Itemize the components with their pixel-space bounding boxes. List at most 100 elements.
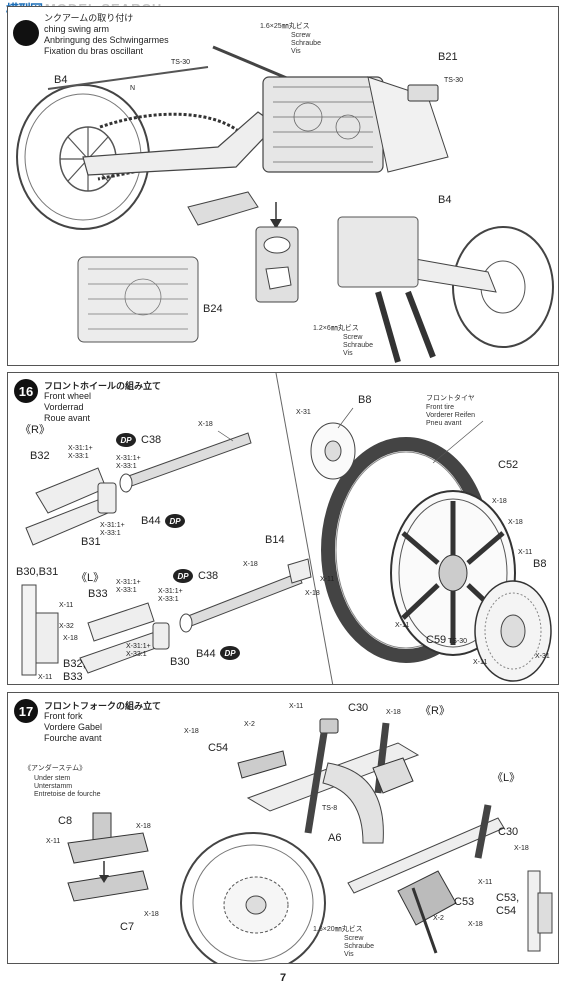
label-ts30-16: TS-30 <box>448 638 468 645</box>
dp-mark-2: DP <box>165 514 185 528</box>
label-b4-right: B4 <box>438 194 452 206</box>
step-17-title-de: Vordere Gabel <box>44 722 103 732</box>
dp-mark-3: DP <box>173 569 193 583</box>
front-wheel-illustration <box>21 373 552 684</box>
step-16-number: 16 <box>14 379 38 403</box>
step-17-panel: 17 フロントフォークの組み立て Front fork Vordere Gabe… <box>7 692 559 964</box>
label-b32-b33-b: B33 <box>63 671 83 683</box>
label-c53-c54-b: C54 <box>496 905 517 917</box>
label-b44-top: B44 <box>141 515 161 527</box>
step-15-panel: ンクアームの取り付け ching swing arm Anbringung de… <box>7 6 559 366</box>
label-x18-stem-1: X-18 <box>136 823 151 830</box>
marker-l: 《L》 <box>76 572 105 584</box>
label-b30: B30 <box>170 656 190 668</box>
screw-bottom-fr: Vis <box>343 350 353 357</box>
step-16-title-de: Vorderrad <box>44 402 84 412</box>
label-x18-stem-2: X-18 <box>144 911 159 918</box>
label-x2-c54: X-2 <box>244 721 255 728</box>
label-x18-b: X-18 <box>243 561 258 568</box>
label-b32-b33-a: B32, <box>63 658 86 670</box>
label-c59: C59 <box>426 634 447 646</box>
label-c38-top: C38 <box>141 434 162 446</box>
label-x32: X-32 <box>59 623 74 630</box>
label-x18-b14: X-18 <box>305 590 320 597</box>
label-c53: C53 <box>454 896 475 908</box>
screw-top-size: 1.6×25㎜丸ビス <box>260 23 310 30</box>
page-number: 7 <box>279 972 287 984</box>
step-17-title-fr: Fourche avant <box>44 733 102 743</box>
label-c52: C52 <box>498 459 519 471</box>
label-x11-bottom: X-11 <box>38 674 53 681</box>
tire-en: Front tire <box>426 404 455 411</box>
mix-r3b: X-33:1 <box>100 530 121 537</box>
label-b14: B14 <box>265 534 285 546</box>
swing-arm-illustration <box>13 20 554 363</box>
mix-l1a: X-31:1+ <box>116 579 141 586</box>
label-b33: B33 <box>88 588 108 600</box>
mix-r3a: X-31:1+ <box>100 522 125 529</box>
label-x11-c30: X-11 <box>289 703 304 710</box>
step-16-title-en: Front wheel <box>44 391 92 401</box>
label-a6: A6 <box>328 832 342 844</box>
label-b32: B32 <box>30 450 50 462</box>
mix-l3b: X-33:1 <box>126 651 147 658</box>
label-c30-top: C30 <box>348 702 369 714</box>
label-c7: C7 <box>120 921 135 933</box>
label-x18-c53: X-18 <box>468 921 483 928</box>
label-ts8: TS-8 <box>322 805 338 812</box>
label-b44-bottom: B44 <box>196 648 216 660</box>
marker-r: 《R》 <box>20 424 50 436</box>
label-x11-r: X-11 <box>518 549 533 556</box>
label-b30-b31: B30,B31 <box>16 566 59 578</box>
screw-top-en: Screw <box>291 32 311 39</box>
mix-l2b: X-33:1 <box>158 596 179 603</box>
under-stem-en: Under stem <box>34 775 71 782</box>
label-x2-c53: X-2 <box>433 915 444 922</box>
mix-r2b: X-33:1 <box>116 463 137 470</box>
label-x18-c54: X-18 <box>184 728 199 735</box>
under-stem-fr: Entretoise de fourche <box>34 791 101 798</box>
dp-mark-1: DP <box>116 433 136 447</box>
screw-top-fr: Vis <box>291 48 301 55</box>
tire-jp: フロントタイヤ <box>426 395 475 402</box>
mix-r2a: X-31:1+ <box>116 455 141 462</box>
dp-mark-4: DP <box>220 646 240 660</box>
marker-l-17: 《L》 <box>492 772 521 784</box>
step-15-title-de: Anbringung des Schwingarmes <box>44 35 169 45</box>
screw-bottom-en: Screw <box>343 334 363 341</box>
label-x18-left: X-18 <box>63 635 78 642</box>
label-b4-left: B4 <box>54 74 68 86</box>
step-16-title-jp: フロントホイールの組み立て <box>44 381 162 391</box>
label-c53-c54-a: C53, <box>496 892 520 904</box>
screw-bottom-size: 1.2×6㎜丸ビス <box>313 325 359 332</box>
mix-r1b: X-33:1 <box>68 453 89 460</box>
step-16-title-fr: Roue avant <box>44 413 91 423</box>
marker-r-17: 《R》 <box>420 705 450 717</box>
label-b31: B31 <box>81 536 101 548</box>
label-x31-disc: X-31 <box>535 653 550 660</box>
label-x11-disc: X-11 <box>473 659 488 666</box>
label-x11-left: X-11 <box>59 602 74 609</box>
label-x18-r1: X-18 <box>492 498 507 505</box>
step-17-number: 17 <box>14 699 38 723</box>
label-x18-c30: X-18 <box>386 709 401 716</box>
step-16-panel: 16 フロントホイールの組み立て Front wheel Vorderrad R… <box>7 372 559 685</box>
screw-top-de: Schraube <box>291 40 321 47</box>
screw-17-fr: Vis <box>344 951 354 958</box>
label-ts30-left: TS-30 <box>171 59 191 66</box>
label-b8-right: B8 <box>533 558 547 570</box>
step-17-title-en: Front fork <box>44 711 83 721</box>
label-x11-b14: X-11 <box>320 576 335 583</box>
screw-17-de: Schraube <box>344 943 374 950</box>
step-17-title-jp: フロントフォークの組み立て <box>44 701 162 711</box>
label-x18-r2: X-18 <box>508 519 523 526</box>
label-x11-stem: X-11 <box>46 838 61 845</box>
label-b21: B21 <box>438 51 458 63</box>
under-stem-jp: 《アンダーステム》 <box>24 765 87 772</box>
step-15-title-jp: ンクアームの取り付け <box>44 13 134 23</box>
label-x31-top: X-31 <box>296 409 311 416</box>
screw-17-size: 1.6×20㎜丸ビス <box>313 926 363 933</box>
label-c8: C8 <box>58 815 73 827</box>
tire-fr: Pneu avant <box>426 420 462 427</box>
label-b24: B24 <box>203 303 223 315</box>
